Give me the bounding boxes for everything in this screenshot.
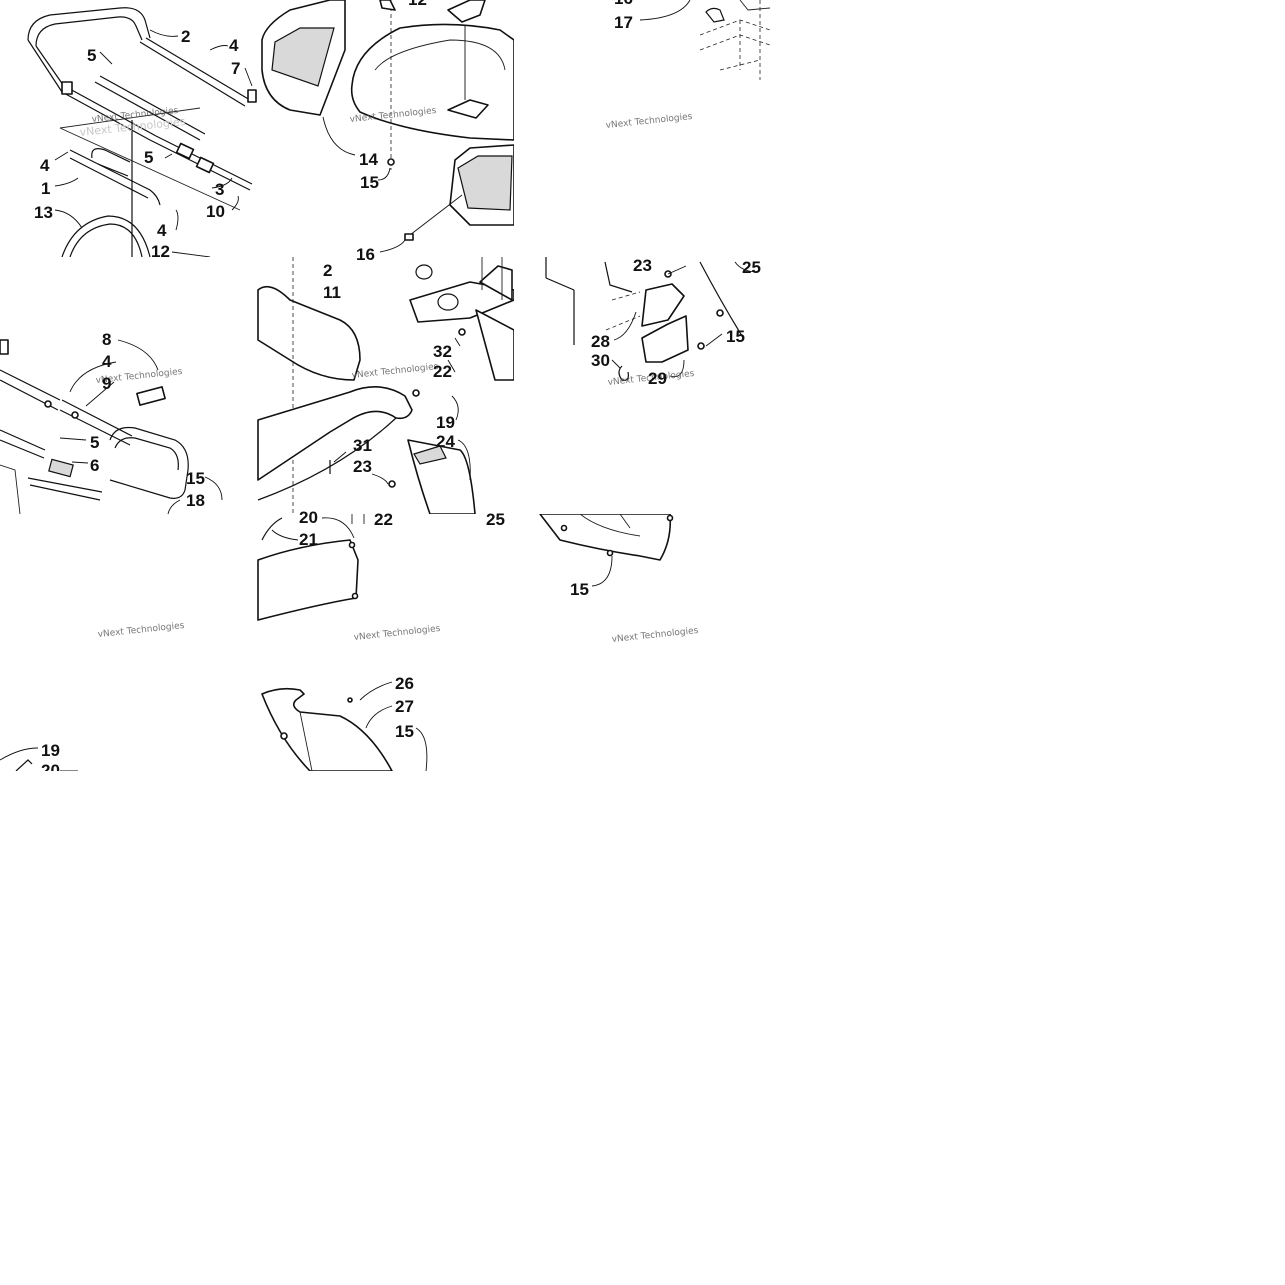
tile-fender-front: vNext Technologies	[257, 257, 514, 514]
callout-16: 16	[356, 245, 375, 264]
watermark: vNext Technologies	[351, 362, 439, 381]
callout-17: 17	[614, 13, 633, 32]
callout-labels: 2 4 7 5 4 5 1 3 10 13 4 12 12 14 15 16 1…	[34, 0, 761, 780]
callout-27: 27	[395, 697, 414, 716]
callout-19: 19	[41, 741, 60, 760]
callout-23: 23	[353, 457, 372, 476]
callout-15: 15	[570, 580, 589, 599]
callout-15: 15	[186, 469, 205, 488]
callout-7: 7	[231, 59, 240, 78]
blank-area	[0, 771, 1285, 1285]
callout-1: 1	[41, 179, 50, 198]
callout-6: 6	[90, 456, 99, 475]
callout-28: 28	[591, 332, 610, 351]
callout-4: 4	[40, 156, 50, 175]
watermark: vNext Technologies	[605, 112, 693, 131]
callout-5: 5	[144, 148, 153, 167]
callout-24: 24	[436, 432, 455, 451]
callout-12: 12	[151, 242, 170, 261]
callout-5: 5	[87, 46, 96, 65]
callout-14: 14	[359, 150, 378, 169]
watermark: vNext Technologies	[97, 621, 185, 640]
callout-19: 19	[436, 413, 455, 432]
callout-16: 16	[614, 0, 633, 8]
callout-15: 15	[726, 327, 745, 346]
callout-31: 31	[353, 436, 372, 455]
callout-22: 22	[433, 362, 452, 381]
callout-2: 2	[323, 261, 332, 280]
callout-21: 21	[299, 530, 318, 549]
callout-23: 23	[633, 256, 652, 275]
watermark: vNext Technologies	[611, 626, 699, 645]
callout-3: 3	[215, 180, 224, 199]
callout-10: 10	[206, 202, 225, 221]
callout-20: 20	[299, 508, 318, 527]
watermark: vNext Technologies	[353, 624, 441, 643]
callout-15: 15	[360, 173, 379, 192]
callout-18: 18	[186, 491, 205, 510]
tile-empty-a: vNext Technologies	[97, 621, 185, 640]
callout-8: 8	[102, 330, 111, 349]
callout-5: 5	[90, 433, 99, 452]
callout-13: 13	[34, 203, 53, 222]
callout-30: 30	[591, 351, 610, 370]
callout-25: 25	[742, 258, 761, 277]
callout-32: 32	[433, 342, 452, 361]
tile-footwell: vNext Technologies	[539, 514, 699, 645]
callout-12: 12	[408, 0, 427, 9]
callout-15: 15	[395, 722, 414, 741]
tile-body-rear: vNext Technologies	[261, 0, 514, 253]
callout-25: 25	[486, 510, 505, 529]
callout-22: 22	[374, 510, 393, 529]
callout-29: 29	[648, 369, 667, 388]
callout-4: 4	[157, 221, 167, 240]
tile-rack-rear: vNext Technologies vNext Technologies	[27, 7, 257, 257]
blank-area-right	[771, 0, 1285, 771]
tile-skirt: vNext Technologies	[257, 514, 441, 643]
tile-bottom-left	[0, 747, 78, 771]
tile-mudflap	[261, 681, 428, 771]
callout-4: 4	[229, 36, 239, 55]
callout-4: 4	[102, 352, 112, 371]
callout-2: 2	[181, 27, 190, 46]
callout-26: 26	[395, 674, 414, 693]
callout-11: 11	[323, 283, 341, 302]
callout-9: 9	[102, 374, 111, 393]
